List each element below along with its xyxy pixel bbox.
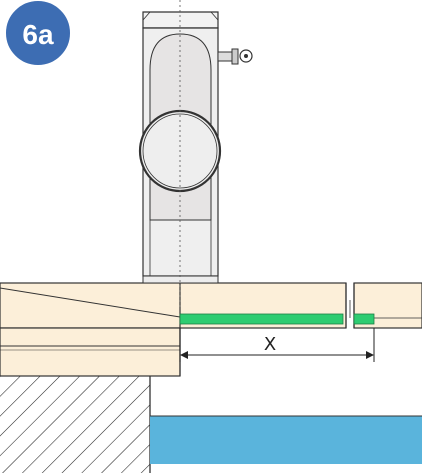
- dimension-x: [179, 328, 375, 362]
- water-basin: [150, 416, 422, 464]
- cover-unit: [138, 11, 222, 284]
- seal-strip-right: [353, 313, 375, 325]
- figure-badge: 6a: [4, 0, 72, 67]
- slab-right: [353, 282, 422, 329]
- badge-label: 6a: [22, 19, 54, 50]
- dimension-label: X: [264, 334, 276, 355]
- expansion-gap: [345, 283, 355, 328]
- ground-hatch: [0, 371, 151, 473]
- slab-left: [0, 282, 347, 377]
- key-icon: [217, 48, 253, 65]
- seal-strip-left: [179, 313, 344, 325]
